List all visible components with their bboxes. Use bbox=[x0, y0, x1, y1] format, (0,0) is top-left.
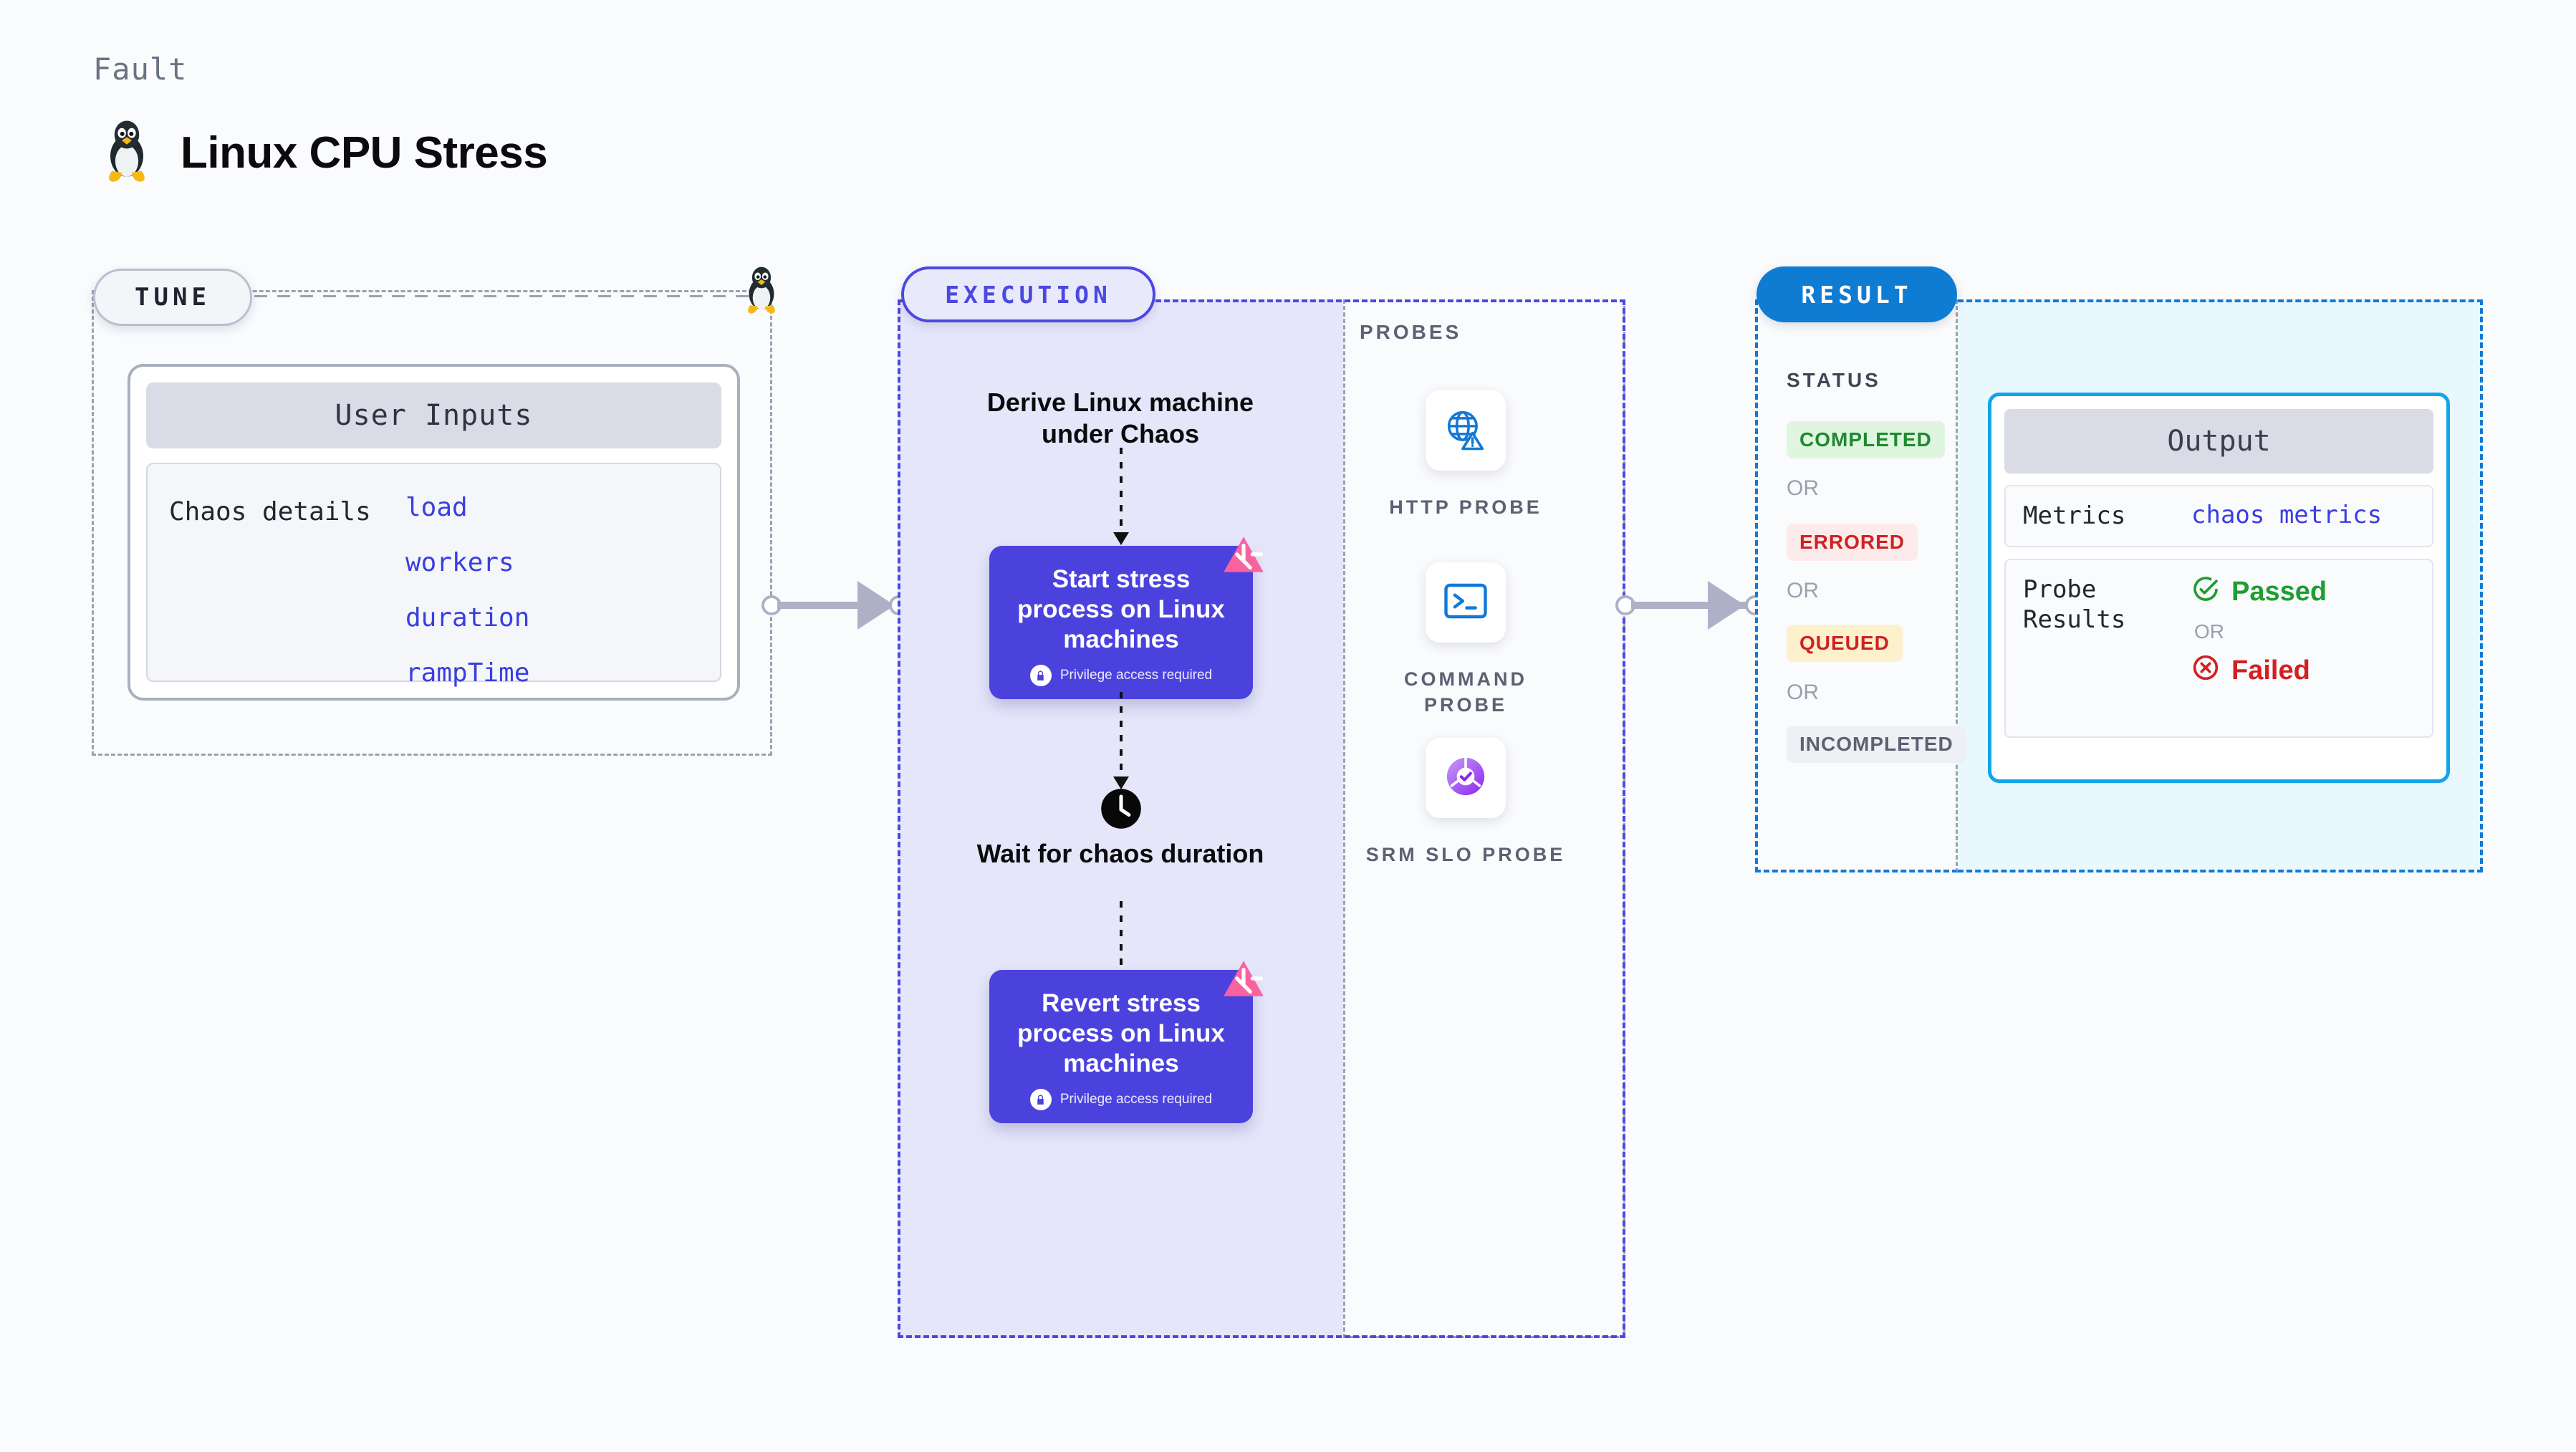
output-card: Output Metrics chaos metrics Probe Resul… bbox=[1988, 393, 2450, 783]
status-or-3: OR bbox=[1787, 681, 1819, 704]
flow-arrow-1 bbox=[1113, 448, 1129, 545]
execution-card-revert-stress[interactable]: Revert stress process on Linux machines … bbox=[989, 961, 1264, 1123]
status-badge-incompleted: INCOMPLETED bbox=[1787, 726, 1966, 763]
status-label: STATUS bbox=[1787, 369, 1881, 391]
chaos-parameter-list: load workers duration rampTime bbox=[405, 483, 530, 688]
privilege-note-text: Privilege access required bbox=[1059, 1092, 1213, 1107]
execution-step-wait-duration: Wait for chaos duration bbox=[976, 839, 1264, 868]
tune-stage-badge[interactable]: TUNE bbox=[93, 269, 252, 326]
privilege-note: Privilege access required bbox=[1004, 1089, 1239, 1110]
probe-result-passed-label: Passed bbox=[2231, 577, 2327, 607]
result-status-boundary bbox=[1755, 299, 1958, 872]
chaos-details-section: Chaos details load workers duration ramp… bbox=[146, 463, 721, 688]
execution-card-start-stress[interactable]: Start stress process on Linux machines P… bbox=[989, 537, 1264, 699]
connector-line-execution-result bbox=[1631, 602, 1749, 609]
user-inputs-title: User Inputs bbox=[146, 383, 721, 448]
tune-dashed-link bbox=[254, 295, 749, 297]
clock-icon bbox=[1100, 788, 1142, 830]
chaos-details-label: Chaos details bbox=[169, 497, 371, 527]
status-or-2: OR bbox=[1787, 579, 1819, 602]
param-duration[interactable]: duration bbox=[405, 603, 530, 633]
page-title: Linux CPU Stress bbox=[181, 128, 548, 178]
status-badge-queued: QUEUED bbox=[1787, 625, 1903, 662]
terminal-icon bbox=[1442, 581, 1489, 625]
probe-label-srm-slo: SRM SLO PROBE bbox=[1365, 844, 1566, 865]
status-badge-errored: ERRORED bbox=[1787, 524, 1918, 561]
lock-icon bbox=[1029, 1089, 1052, 1110]
probes-label: PROBES bbox=[1360, 321, 1462, 343]
param-ramptime[interactable]: rampTime bbox=[405, 658, 530, 688]
status-badge-completed: COMPLETED bbox=[1787, 421, 1945, 458]
output-title: Output bbox=[2004, 409, 2433, 473]
probe-label-http: HTTP PROBE bbox=[1389, 496, 1542, 518]
execution-card-title: Start stress process on Linux machines bbox=[1017, 565, 1225, 653]
linux-penguin-icon bbox=[100, 118, 153, 188]
output-probe-results-key: Probe Results bbox=[2023, 574, 2126, 635]
globe-warning-icon bbox=[1442, 405, 1489, 456]
probe-result-failed-label: Failed bbox=[2231, 655, 2310, 686]
status-or-1: OR bbox=[1787, 476, 1819, 500]
user-inputs-card: User Inputs Chaos details load workers d… bbox=[128, 364, 740, 701]
probe-tile-http[interactable] bbox=[1426, 390, 1506, 471]
privilege-note-text: Privilege access required bbox=[1059, 668, 1213, 683]
probe-result-or: OR bbox=[2194, 620, 2224, 643]
lock-icon bbox=[1029, 665, 1052, 686]
page-title-row: Linux CPU Stress bbox=[100, 118, 548, 188]
output-metrics-value[interactable]: chaos metrics bbox=[2191, 501, 2383, 529]
flow-arrow-2 bbox=[1113, 692, 1129, 789]
output-probe-results-row: Probe Results Passed OR bbox=[2004, 558, 2433, 738]
probe-result-passed: Passed bbox=[2191, 574, 2327, 610]
probe-tile-command[interactable] bbox=[1426, 562, 1506, 643]
connector-line-tune-execution bbox=[777, 602, 899, 609]
probe-results-values: Passed OR Failed bbox=[2191, 574, 2327, 722]
execution-step-derive-machine: Derive Linux machine under Chaos bbox=[986, 388, 1254, 448]
probes-subpanel-boundary bbox=[1343, 299, 1625, 1338]
privilege-note: Privilege access required bbox=[1004, 665, 1239, 686]
litmus-chaos-icon bbox=[1217, 954, 1270, 1007]
probe-tile-srm-slo[interactable] bbox=[1426, 738, 1506, 818]
x-circle-icon bbox=[2191, 653, 2220, 689]
output-metrics-key: Metrics bbox=[2023, 501, 2126, 530]
param-load[interactable]: load bbox=[405, 493, 468, 522]
result-stage-badge[interactable]: RESULT bbox=[1756, 266, 1957, 322]
tune-linux-penguin-icon bbox=[741, 265, 782, 319]
slo-donut-check-icon bbox=[1442, 753, 1489, 804]
litmus-chaos-icon bbox=[1217, 530, 1270, 583]
fault-kicker-label: Fault bbox=[93, 52, 188, 87]
probe-label-command: COMMAND PROBE bbox=[1404, 668, 1527, 716]
execution-card-title: Revert stress process on Linux machines bbox=[1017, 989, 1225, 1077]
param-workers[interactable]: workers bbox=[405, 548, 514, 577]
execution-stage-boundary bbox=[898, 299, 1625, 1338]
probe-result-failed: Failed bbox=[2191, 653, 2327, 689]
check-circle-icon bbox=[2191, 574, 2220, 610]
connector-arrowhead-result bbox=[1708, 581, 1745, 630]
execution-stage-badge[interactable]: EXECUTION bbox=[901, 266, 1155, 322]
connector-arrowhead-execution bbox=[857, 581, 895, 630]
tune-stage-boundary bbox=[92, 290, 772, 756]
output-metrics-row: Metrics chaos metrics bbox=[2004, 485, 2433, 547]
